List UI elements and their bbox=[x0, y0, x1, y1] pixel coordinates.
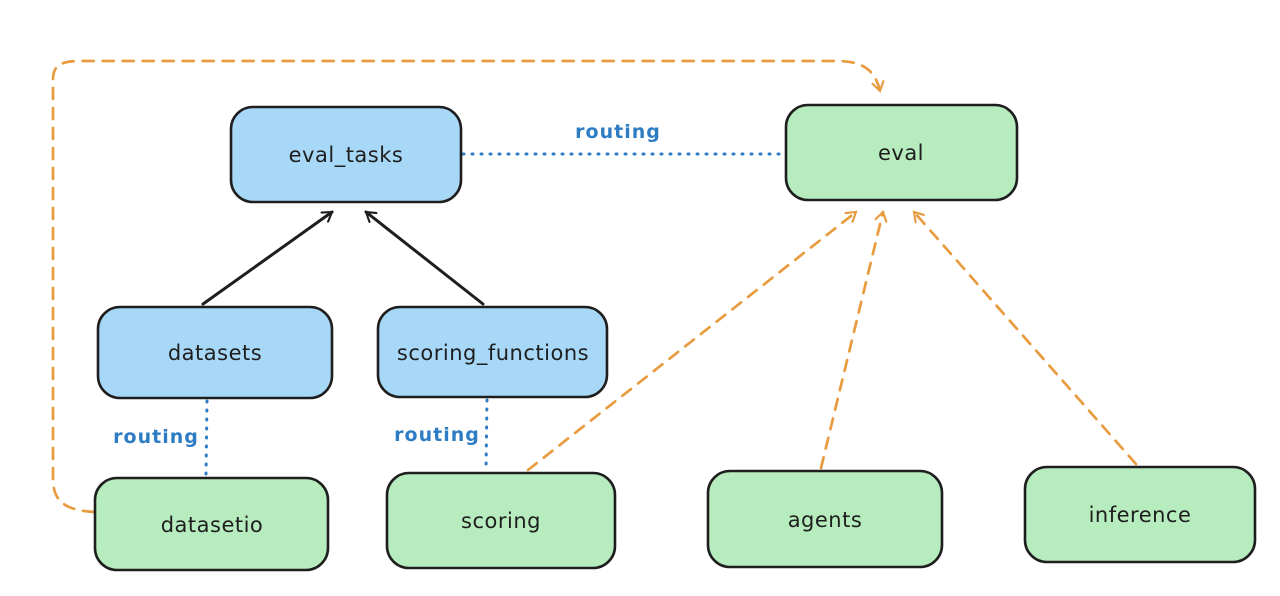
edge-scoringfunctions-evaltasks bbox=[366, 210, 485, 306]
edges bbox=[51, 59, 1138, 514]
node-scoring: scoring bbox=[385, 471, 617, 570]
node-datasetio: datasetio bbox=[93, 476, 330, 572]
edge-scoringfunctions-scoring bbox=[484, 398, 489, 472]
node-scoring-functions-label: scoring_functions bbox=[397, 341, 589, 366]
nodes: eval_tasks eval datasets scoring_functio… bbox=[93, 103, 1257, 572]
node-eval-shape bbox=[784, 103, 1019, 202]
edge-labels: routing routing routing bbox=[113, 121, 661, 448]
node-datasetio-shape bbox=[93, 476, 330, 572]
node-inference: inference bbox=[1023, 465, 1257, 564]
edge-datasets-evaltasks bbox=[201, 210, 332, 306]
node-datasets-shape bbox=[96, 305, 334, 400]
edge-datasets-datasetio bbox=[204, 399, 209, 477]
node-agents: agents bbox=[706, 469, 944, 569]
node-datasetio-label: datasetio bbox=[161, 513, 264, 537]
edge-label-routing-left: routing bbox=[113, 426, 199, 448]
node-agents-label: agents bbox=[788, 508, 863, 532]
node-datasets-label: datasets bbox=[168, 341, 262, 365]
node-scoring-shape bbox=[385, 471, 617, 570]
node-eval-tasks: eval_tasks bbox=[229, 105, 463, 204]
edge-scoring-eval bbox=[526, 210, 856, 472]
node-scoring-label: scoring bbox=[461, 509, 541, 533]
edge-label-routing-mid: routing bbox=[394, 424, 480, 446]
node-eval-tasks-label: eval_tasks bbox=[289, 143, 404, 168]
node-scoring-functions-shape bbox=[376, 305, 609, 399]
node-eval-label: eval bbox=[878, 141, 924, 165]
edge-label-routing-top: routing bbox=[575, 121, 661, 143]
node-datasets: datasets bbox=[96, 305, 334, 400]
edge-datasetio-eval bbox=[51, 59, 880, 514]
edge-inference-eval bbox=[912, 212, 1138, 466]
node-eval: eval bbox=[784, 103, 1019, 202]
node-scoring-functions: scoring_functions bbox=[376, 305, 609, 399]
node-eval-tasks-shape bbox=[229, 105, 463, 204]
edge-agents-eval bbox=[819, 212, 883, 470]
node-agents-shape bbox=[706, 469, 944, 569]
node-inference-label: inference bbox=[1089, 503, 1192, 527]
node-inference-shape bbox=[1023, 465, 1257, 564]
